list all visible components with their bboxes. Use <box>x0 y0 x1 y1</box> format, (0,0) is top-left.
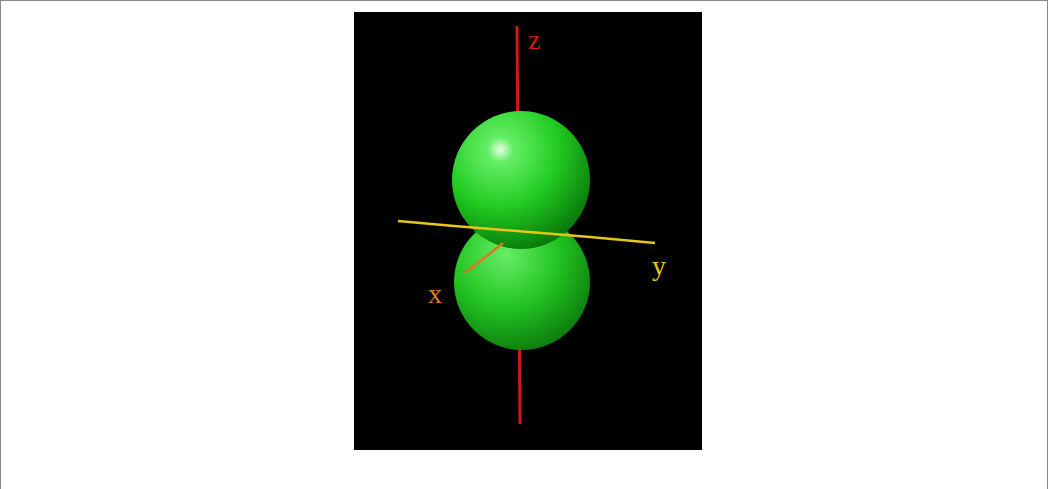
axis-label-y: y <box>652 252 666 280</box>
axis-label-z: z <box>528 26 540 54</box>
axis-label-x: x <box>428 280 442 308</box>
